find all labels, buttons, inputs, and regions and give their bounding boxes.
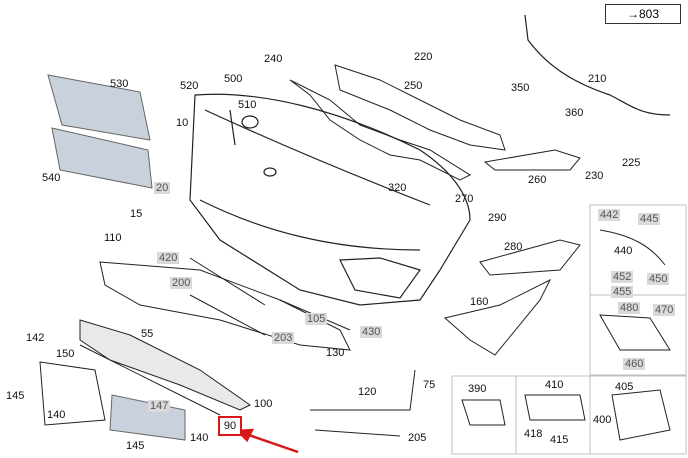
part-210-wire [524,14,671,116]
callout-270[interactable]: 270 [455,193,474,205]
callout-55[interactable]: 55 [141,328,154,340]
callout-145-left[interactable]: 145 [6,390,25,402]
callout-250[interactable]: 250 [404,80,423,92]
inset-parts [461,229,671,441]
trim-strips [79,257,416,437]
callout-225[interactable]: 225 [622,157,641,169]
callout-420[interactable]: 420 [157,252,180,264]
callout-480[interactable]: 480 [618,302,641,314]
callout-210[interactable]: 210 [588,73,607,85]
part-160-bracket [443,278,552,356]
callout-140-left[interactable]: 140 [47,409,66,421]
callout-500[interactable]: 500 [224,73,243,85]
callout-445[interactable]: 445 [638,213,661,225]
callout-510[interactable]: 510 [238,99,257,111]
callout-360[interactable]: 360 [565,107,584,119]
callout-290[interactable]: 290 [488,212,507,224]
callout-105[interactable]: 105 [305,313,328,325]
callout-455[interactable]: 455 [611,286,634,298]
callout-145-bottom[interactable]: 145 [126,440,145,452]
callout-280[interactable]: 280 [504,241,523,253]
callout-142[interactable]: 142 [26,332,45,344]
callout-390[interactable]: 390 [468,383,487,395]
callout-75[interactable]: 75 [423,379,436,391]
callout-90-highlighted[interactable]: 90 [218,416,242,436]
callout-470[interactable]: 470 [653,304,676,316]
callout-203[interactable]: 203 [272,332,295,344]
part-110-lower [99,261,351,351]
part-10-bumper [189,93,471,306]
callout-200[interactable]: 200 [170,277,193,289]
part-240-250-bracket [289,64,506,181]
callout-442[interactable]: 442 [598,209,621,221]
callout-410[interactable]: 410 [545,379,564,391]
callout-140-bottom[interactable]: 140 [190,432,209,444]
callout-15[interactable]: 15 [130,208,143,220]
callout-440[interactable]: 440 [614,245,633,257]
callout-452[interactable]: 452 [611,271,634,283]
highlight-arrow [235,428,299,454]
callout-130[interactable]: 130 [326,347,345,359]
callout-147[interactable]: 147 [148,400,171,412]
callout-240[interactable]: 240 [264,53,283,65]
callout-230[interactable]: 230 [585,170,604,182]
callout-430[interactable]: 430 [360,326,383,338]
callout-530[interactable]: 530 [110,78,129,90]
callout-415[interactable]: 415 [550,434,569,446]
callout-220[interactable]: 220 [414,51,433,63]
callout-10[interactable]: 10 [176,117,189,129]
callout-20[interactable]: 20 [154,182,171,194]
part-530-540-grille [47,74,153,189]
callout-418[interactable]: 418 [524,428,543,440]
part-260-bracket [483,149,581,171]
callout-260[interactable]: 260 [528,174,547,186]
callout-520[interactable]: 520 [180,80,199,92]
callout-540[interactable]: 540 [42,172,61,184]
callout-350[interactable]: 350 [511,82,530,94]
callout-110[interactable]: 110 [104,232,122,244]
part-100-lower-grille [79,319,251,411]
callout-120[interactable]: 120 [358,386,377,398]
callout-160[interactable]: 160 [470,296,489,308]
callout-205[interactable]: 205 [408,432,427,444]
part-280-side [479,239,581,276]
reference-box: →803 [605,4,681,24]
callout-460[interactable]: 460 [623,358,646,370]
callout-100[interactable]: 100 [254,398,273,410]
callout-450[interactable]: 450 [647,273,670,285]
callout-400[interactable]: 400 [593,414,612,426]
callout-150[interactable]: 150 [56,348,75,360]
part-140-plate [39,361,106,426]
inset-frames [451,204,687,455]
callout-320[interactable]: 320 [388,182,407,194]
callout-405[interactable]: 405 [615,381,634,393]
